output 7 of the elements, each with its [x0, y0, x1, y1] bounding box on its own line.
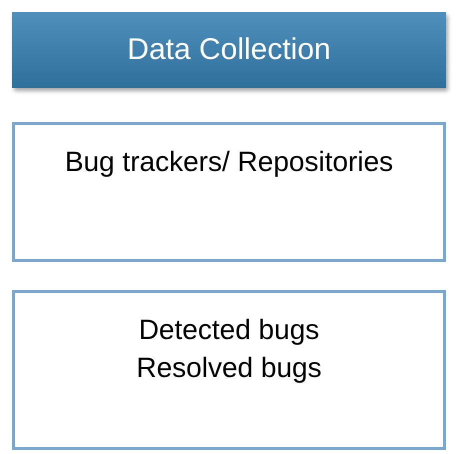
- box-text: Detected bugs: [138, 313, 320, 347]
- header-banner: [12, 12, 446, 88]
- box-text: Resolved bugs: [135, 351, 323, 385]
- box-text: Bug trackers/ Repositories: [64, 145, 394, 179]
- header-title: Data Collection: [126, 32, 332, 68]
- content-box: [12, 122, 446, 262]
- content-box: [12, 290, 446, 450]
